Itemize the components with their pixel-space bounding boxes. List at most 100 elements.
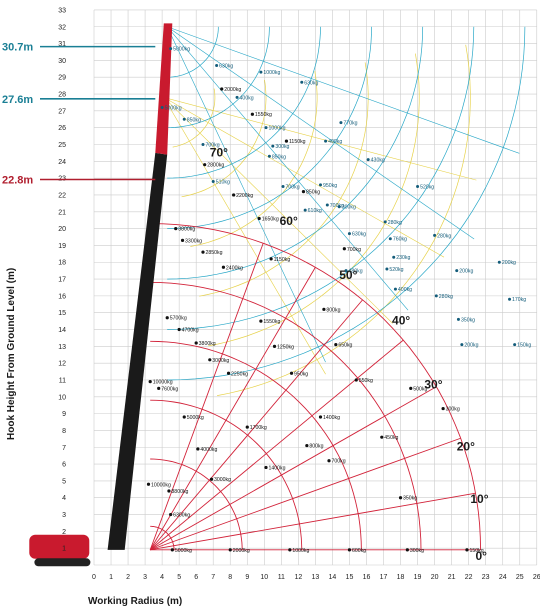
x-tick-label: 26	[533, 574, 540, 581]
x-tick-label: 22	[465, 574, 473, 581]
x-tick-label: 20	[431, 574, 439, 581]
y-tick-label: 31	[58, 41, 66, 48]
jib-arc	[190, 71, 318, 247]
jib-line	[163, 97, 445, 258]
y-tick-label: 25	[58, 142, 66, 149]
load-point-label: 700kg	[205, 143, 219, 149]
load-point-label: 150kg	[469, 548, 483, 554]
load-point	[393, 287, 397, 291]
jib-arc	[167, 26, 219, 78]
jib-arc	[167, 26, 321, 179]
boom-22-8m-envelope	[149, 223, 482, 551]
load-point-label: 700kg	[286, 185, 300, 191]
boom-length-label: 27.6m	[2, 94, 33, 106]
y-tick-label: 21	[58, 209, 66, 216]
x-tick-label: 13	[311, 574, 319, 581]
boom-angle-line	[149, 299, 363, 551]
boom-main-section	[107, 152, 168, 550]
y-tick-label: 3	[62, 512, 66, 519]
load-point	[409, 386, 413, 390]
y-tick-label: 7	[62, 445, 66, 452]
load-point-label: 8800kg	[171, 489, 188, 495]
load-point-label: 600kg	[352, 548, 366, 554]
load-point-label: 2200kg	[236, 193, 253, 199]
jib-arc	[167, 26, 372, 229]
jib-line	[167, 26, 475, 240]
y-tick-label: 9	[62, 411, 66, 418]
load-point-label: 2800kg	[207, 163, 224, 169]
load-point	[441, 406, 445, 411]
load-point-label: 1150kg	[289, 139, 306, 145]
load-point	[339, 121, 343, 125]
y-tick-label: 20	[58, 226, 66, 233]
x-tick-label: 18	[397, 574, 405, 581]
load-point	[456, 317, 460, 321]
boom-angle-label: 30°	[424, 377, 442, 391]
load-point	[337, 205, 341, 209]
load-point-label: 1250kg	[277, 344, 294, 350]
load-point	[250, 112, 254, 116]
load-point	[318, 415, 323, 419]
load-point-label: 630kg	[352, 232, 366, 238]
crane-crawler	[34, 558, 91, 567]
load-point	[383, 220, 387, 224]
y-tick-label: 5	[62, 478, 66, 485]
load-point	[201, 250, 205, 254]
y-tick-label: 8	[62, 428, 66, 435]
load-point	[271, 144, 275, 148]
load-point-label: 430kg	[371, 158, 385, 164]
y-tick-label: 33	[58, 7, 66, 14]
load-point	[327, 459, 331, 463]
load-point-label: 300kg	[410, 548, 424, 554]
load-point	[264, 465, 268, 470]
x-tick-label: 9	[245, 574, 249, 581]
load-point	[288, 548, 292, 552]
load-point	[148, 380, 152, 384]
load-point-label: 850kg	[187, 117, 201, 123]
y-tick-label: 4	[62, 495, 66, 502]
y-tick-label: 13	[58, 344, 66, 351]
load-point	[169, 512, 173, 517]
load-point-label: 5000kg	[187, 415, 204, 421]
load-point-label: 700kg	[332, 459, 346, 465]
load-point-label: 10000kg	[153, 380, 173, 386]
angle-labels: 70°60°50°40°30°20°10°0°	[210, 145, 489, 563]
load-point-label: 630kg	[219, 63, 233, 69]
boom-27-6m-envelope	[163, 44, 477, 396]
load-point-label: 1000kg	[292, 548, 309, 554]
crane-tracks	[29, 534, 90, 559]
boom-angle-label: 60°	[280, 214, 298, 228]
load-point-label: 700kg	[330, 203, 344, 209]
load-point	[385, 267, 389, 271]
y-tick-label: 19	[58, 243, 66, 250]
load-point	[334, 343, 338, 347]
load-point	[269, 257, 273, 261]
boom-angle-label: 40°	[392, 313, 410, 327]
load-point-label: 2000kg	[224, 87, 241, 93]
load-point	[235, 95, 239, 99]
load-point	[211, 180, 215, 184]
load-point	[347, 548, 352, 552]
load-point-label: 1000kg	[269, 126, 286, 132]
x-tick-label: 15	[346, 574, 354, 581]
load-point-label: 3800kg	[178, 227, 195, 233]
load-point	[228, 548, 232, 552]
y-tick-label: 11	[59, 377, 66, 384]
x-tick-label: 10	[260, 574, 268, 581]
load-point	[232, 193, 236, 197]
jib-arc	[167, 26, 424, 280]
x-tick-label: 24	[499, 574, 507, 581]
y-tick-label: 18	[58, 260, 66, 267]
load-point	[272, 344, 277, 348]
load-point-label: 5700kg	[170, 316, 187, 322]
y-tick-label: 16	[58, 293, 66, 300]
load-point	[301, 189, 306, 194]
load-point-label: 520kg	[389, 267, 403, 273]
load-point-label: 280kg	[388, 220, 402, 226]
load-point-label: 1650kg	[262, 217, 279, 223]
load-point-label: 3000kg	[212, 358, 229, 364]
load-point	[289, 371, 294, 375]
y-tick-label: 26	[58, 125, 66, 132]
